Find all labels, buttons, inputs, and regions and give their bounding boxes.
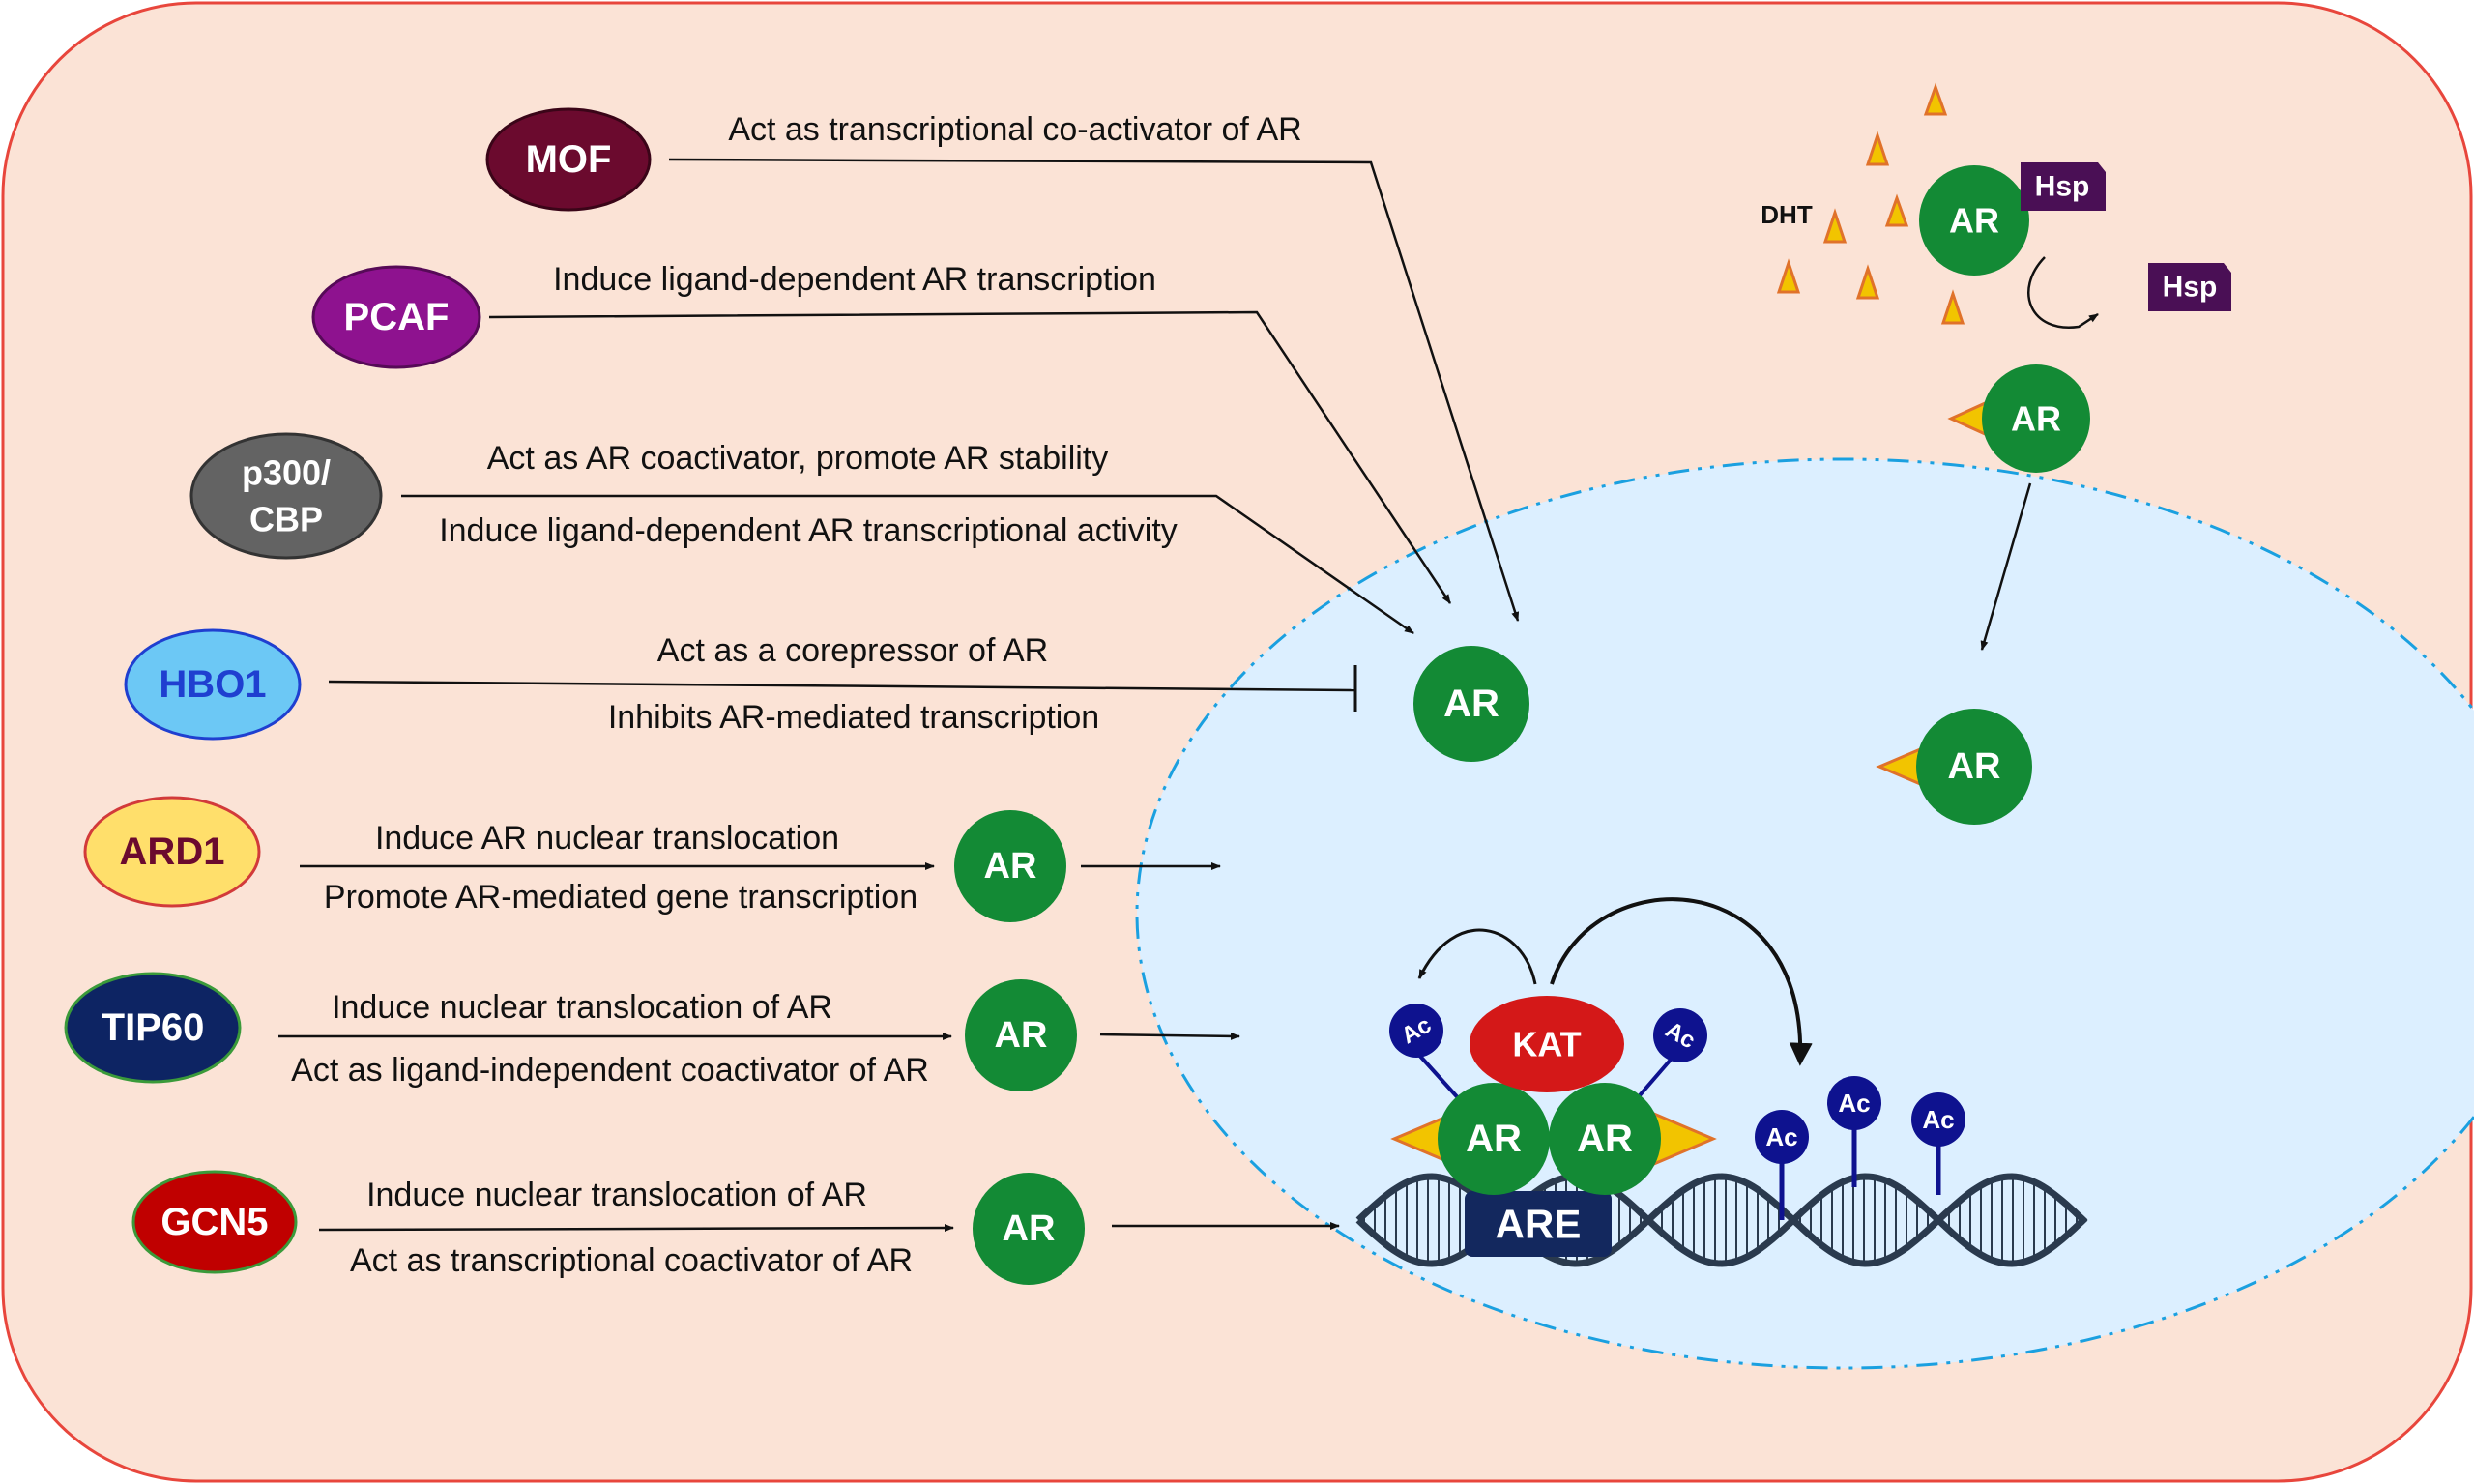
- enzyme-label: ARD1: [120, 830, 225, 873]
- ac-label: Ac: [1838, 1089, 1870, 1118]
- caption-hbo1-1: Act as a corepressor of AR: [657, 632, 1048, 669]
- ar-label: AR: [984, 846, 1037, 887]
- hsp-label: Hsp: [2035, 171, 2090, 203]
- caption-p300-2: Induce ligand-dependent AR transcription…: [439, 512, 1178, 549]
- enzyme-label: MOF: [526, 138, 612, 181]
- enzyme-mof: MOF: [485, 107, 652, 212]
- captions: Act as transcriptional co-activator of A…: [291, 111, 1302, 1279]
- ar-dimer-right: [1549, 1083, 1661, 1195]
- pcaf-arrow: [488, 310, 1452, 604]
- enzyme-label: PCAF: [344, 296, 450, 338]
- enzyme-pcaf: PCAF: [311, 265, 481, 369]
- caption-hbo1-2: Inhibits AR-mediated transcription: [608, 699, 1099, 736]
- ac-label: Ac: [1922, 1105, 1954, 1134]
- ar-label: AR: [1003, 1208, 1056, 1249]
- ar-label: AR: [1577, 1118, 1633, 1160]
- caption-tip60-2: Act as ligand-independent coactivator of…: [291, 1052, 929, 1089]
- caption-gcn5-2: Act as transcriptional coactivator of AR: [350, 1242, 913, 1279]
- enzyme-gcn5: GCN5: [131, 1170, 298, 1274]
- gcn5-arrow: [318, 1224, 954, 1233]
- ar-dimer-left: [1438, 1083, 1550, 1195]
- ar-label: AR: [1948, 746, 2001, 787]
- ac-label: Ac: [1765, 1122, 1797, 1151]
- dht-icon: [1855, 264, 1880, 300]
- enzyme-p300-cbp: p300/ CBP: [189, 432, 383, 560]
- enzyme-tip60: TIP60: [64, 972, 242, 1084]
- hsp-bound: [2021, 162, 2106, 211]
- ar-label: AR: [1466, 1118, 1522, 1160]
- dht-icon: [1940, 289, 1965, 325]
- caption-ard1-1: Induce AR nuclear translocation: [375, 820, 839, 857]
- caption-tip60-1: Induce nuclear translocation of AR: [332, 989, 832, 1026]
- kat-enzyme: KAT: [1470, 996, 1624, 1092]
- dht-label: DHT: [1761, 200, 1813, 229]
- ac-group-histone-1: Ac: [1755, 1110, 1809, 1220]
- ar-label: AR: [1443, 683, 1499, 725]
- ar-tip60: AR: [965, 979, 1077, 1091]
- ar-nuclear-target: AR: [1413, 646, 1529, 762]
- ar-nuclear-entry-arrow: [1980, 482, 2032, 651]
- dht-icon: [1884, 193, 1909, 227]
- ac-stalk: [1414, 1050, 1464, 1104]
- pathway-lines: [278, 158, 2032, 1233]
- ar-label: AR: [1949, 201, 1999, 241]
- enzyme-label: TIP60: [102, 1006, 205, 1049]
- enzyme-label: HBO1: [159, 663, 266, 706]
- ar-hsp-complex: AR Hsp: [1919, 162, 2106, 276]
- caption-ard1-2: Promote AR-mediated gene transcription: [324, 879, 917, 916]
- hbo1-inhibition-line: [328, 680, 1356, 692]
- ar-gcn5: AR: [973, 1173, 1085, 1285]
- kat-autoacetylation-arrow: [1417, 928, 1537, 985]
- ar-label: AR: [2011, 399, 2061, 439]
- mof-arrow: [668, 158, 1520, 622]
- ac-group-ar-right: Ac: [1653, 1008, 1707, 1062]
- enzyme-label: p300/: [242, 453, 331, 493]
- are-element: ARE: [1465, 1191, 1612, 1257]
- kat-label: KAT: [1512, 1025, 1581, 1064]
- tip60-ar-arrow: [1099, 1032, 1240, 1040]
- are-label: ARE: [1496, 1202, 1582, 1247]
- ac-group-histone-2: Ac: [1827, 1076, 1881, 1187]
- ac-group-histone-3: Ac: [1911, 1092, 1965, 1195]
- ar-label: AR: [995, 1015, 1048, 1056]
- enzyme-ard1: ARD1: [83, 796, 261, 908]
- ar-ard1: AR: [954, 810, 1066, 922]
- p300-arrow: [401, 494, 1414, 635]
- dht-icon: [1923, 82, 1948, 116]
- enzyme-hbo1: HBO1: [124, 628, 302, 741]
- caption-mof: Act as transcriptional co-activator of A…: [728, 111, 1301, 148]
- ac-group-ar-left: Ac: [1389, 1004, 1443, 1058]
- hsp-release-arrow: [2027, 256, 2099, 329]
- kat-histone-acetylation-arrow: [1550, 897, 1813, 1066]
- ar-ligand-cytoplasm: AR: [1947, 364, 2090, 473]
- enzyme-label-line2: CBP: [249, 500, 323, 539]
- hsp-label: Hsp: [2163, 272, 2218, 304]
- ar-dimer: AR AR: [1438, 1083, 1661, 1195]
- hsp-free: Hsp: [2148, 263, 2231, 311]
- dht-molecules: [1776, 82, 1965, 325]
- dht-icon: [1822, 208, 1848, 244]
- ar-ligand-nucleus: AR: [1876, 709, 2032, 825]
- enzyme-label: GCN5: [160, 1201, 268, 1243]
- caption-p300-1: Act as AR coactivator, promote AR stabil…: [487, 440, 1109, 477]
- dht-icon: [1865, 131, 1890, 166]
- dht-icon: [1776, 258, 1801, 294]
- caption-pcaf: Induce ligand-dependent AR transcription: [553, 261, 1156, 298]
- caption-gcn5-1: Induce nuclear translocation of AR: [366, 1177, 867, 1213]
